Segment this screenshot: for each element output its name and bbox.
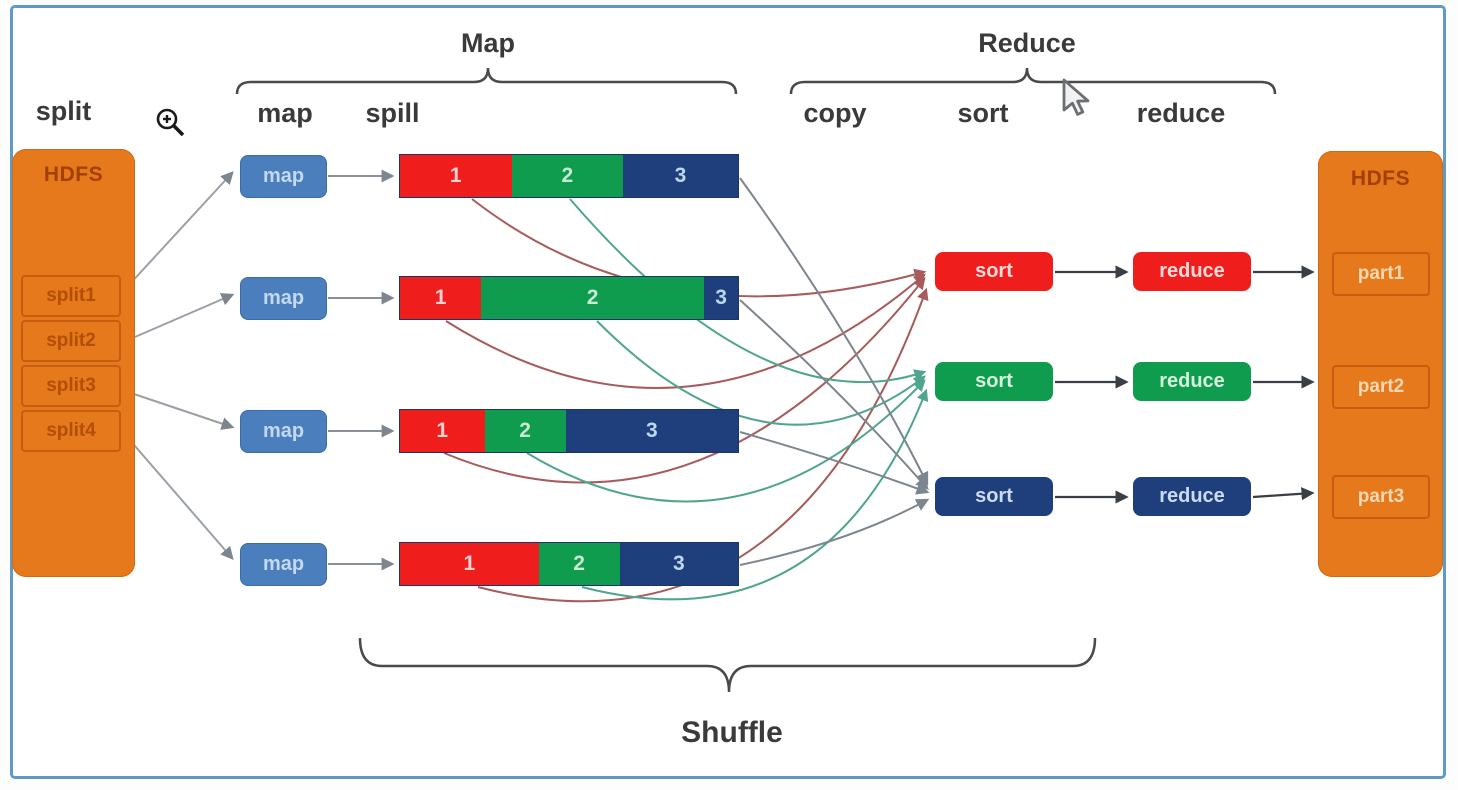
sort-node-red: sort <box>935 252 1053 291</box>
partition-segment-red: 1 <box>400 155 512 197</box>
hdfs-output-title: HDFS <box>1350 167 1411 190</box>
split2-block: split2 <box>21 320 121 362</box>
spill-bar-3: 1 2 3 <box>400 410 738 452</box>
partition-segment-green: 2 <box>511 155 624 197</box>
part2-block: part2 <box>1332 365 1430 409</box>
sort-node-navy: sort <box>935 477 1053 516</box>
partition-segment-navy: 3 <box>704 277 738 319</box>
phase-title-reduce: Reduce <box>978 28 1076 58</box>
phase-title-shuffle: Shuffle <box>681 716 783 749</box>
hdfs-input-title: HDFS <box>43 163 104 186</box>
partition-segment-navy: 3 <box>623 155 738 197</box>
reduce-node-navy: reduce <box>1133 477 1251 516</box>
partition-segment-navy: 3 <box>619 543 738 585</box>
mapper-box-2: map <box>240 277 327 320</box>
spill-bar-4: 1 2 3 <box>400 543 738 585</box>
partition-segment-green: 2 <box>481 277 705 319</box>
cursor-icon <box>1062 78 1090 116</box>
split3-block: split3 <box>21 365 121 407</box>
partition-segment-red: 1 <box>400 410 485 452</box>
zoom-in-icon[interactable] <box>152 104 192 146</box>
partition-segment-green: 2 <box>538 543 620 585</box>
partition-segment-navy: 3 <box>565 410 738 452</box>
stage-label-reduce: reduce <box>1136 98 1226 128</box>
mapper-box-1: map <box>240 155 327 198</box>
mapper-box-3: map <box>240 410 327 453</box>
stage-label-split: split <box>35 96 92 126</box>
partition-segment-green: 2 <box>484 410 566 452</box>
hdfs-output-container: HDFS part1 part2 part3 <box>1318 151 1443 577</box>
hdfs-input-container: HDFS split1 split2 split3 split4 <box>12 149 135 577</box>
split4-block: split4 <box>21 410 121 452</box>
reduce-node-red: reduce <box>1133 252 1251 291</box>
split1-block: split1 <box>21 275 121 317</box>
phase-title-map: Map <box>461 28 515 58</box>
stage-label-spill: spill <box>365 98 420 128</box>
stage-label-sort: sort <box>957 98 1009 128</box>
mapper-box-4: map <box>240 543 327 586</box>
reduce-node-green: reduce <box>1133 362 1251 401</box>
partition-segment-red: 1 <box>400 277 482 319</box>
part1-block: part1 <box>1332 252 1430 296</box>
spill-bar-1: 1 2 3 <box>400 155 738 197</box>
stage-label-copy: copy <box>803 98 867 128</box>
sort-node-green: sort <box>935 362 1053 401</box>
stage-label-map: map <box>257 98 313 128</box>
partition-segment-red: 1 <box>400 543 539 585</box>
part3-block: part3 <box>1332 475 1430 519</box>
spill-bar-2: 1 2 3 <box>400 277 738 319</box>
